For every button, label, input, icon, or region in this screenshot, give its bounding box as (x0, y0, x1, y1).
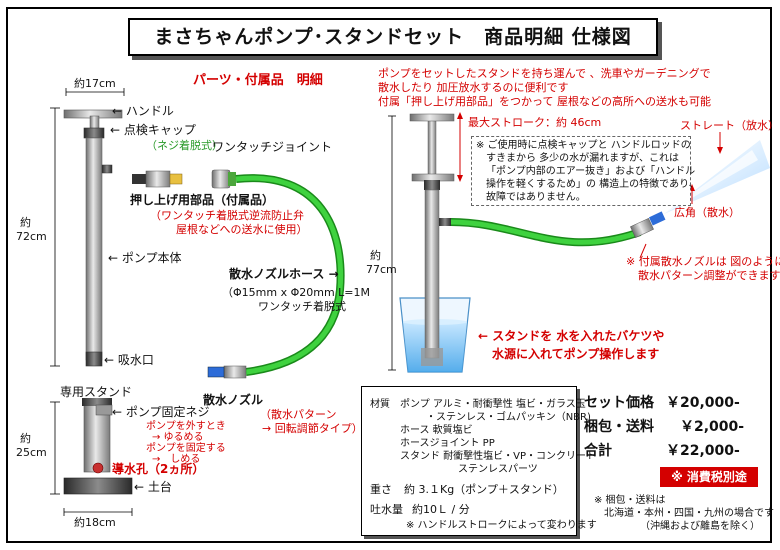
fix-note-2: → ゆるめる (152, 432, 204, 443)
spec-box: 材質 ポンプ アルミ・耐衝撃性 塩ビ・ガラス玉 ・ステンレス・ゴムパッキン（NB… (361, 386, 597, 536)
nozzle-note-1: （散水パターン (260, 408, 337, 421)
pushup-label: 押し上げ用部品（付属品） (130, 193, 275, 207)
fix-screw (95, 404, 113, 416)
hose-spec-2: ワンタッチ着脱式 (258, 300, 346, 313)
width-top-label: 約17cm (74, 77, 116, 90)
stand-title: 専用スタンド (60, 385, 133, 399)
intro-line-2: 散水したり 加圧放水するのに便利です (378, 81, 569, 94)
stand-width-label: 約18cm (74, 516, 116, 529)
pushup-note-2: 屋根などへの送水に使用） (176, 223, 308, 236)
nozzle-note-2: → 回転調節タイプ） (262, 422, 363, 435)
outer-frame (6, 7, 772, 543)
ship-note-2: 北海道・本州・四国・九州の場合です (604, 508, 774, 519)
material-label: 材質 (370, 399, 390, 410)
hose-illustration (207, 169, 345, 379)
ship-price-label: 梱包・送料 (584, 419, 654, 435)
straight-label: ストレート（放水） (680, 119, 779, 132)
spray-nozzle (207, 366, 225, 378)
flow-note: ※ ハンドルストロークによって変わります (406, 520, 597, 531)
ship-note-1: ※ 梱包・送料は (594, 495, 666, 506)
leak-note-box: ※ ご使用時に点検キャップと ハンドルロッドの すきまから 多少の水が漏れますが… (471, 136, 699, 206)
weight-value: 約 3.１Kg（ポンプ＋スタンド） (404, 483, 564, 496)
material-stand-2: ステンレスパーツ (458, 464, 538, 475)
max-stroke-label: 最大ストローク：約 46cm (468, 116, 602, 129)
flow-label: 吐水量 (370, 503, 403, 516)
check-cap (83, 127, 105, 139)
nozzle-label: 散水ノズル (203, 393, 264, 407)
base-label: ← 土台 (134, 480, 172, 494)
stand-height-2: 25cm (16, 446, 47, 459)
hose-spec-1: （Φ15mm x Φ20mm L=1M (222, 286, 371, 299)
fix-note-1: ポンプを外すとき (146, 421, 226, 432)
ship-note-3: （沖縄および離島を除く） (640, 521, 760, 532)
stand-illustration (63, 398, 133, 495)
right-height-1: 約 (370, 249, 381, 262)
leak-note-2: すきまから 多少の水が漏れますが、これは (486, 153, 679, 164)
material-pump-2: ・ステンレス・ゴムパッキン（NBR) (426, 412, 591, 423)
assembled-pump (409, 113, 455, 366)
stand-height-1: 約 (20, 432, 31, 445)
one-touch-label: ワンタッチジョイント (212, 140, 333, 154)
set-price-value: ￥20,000- (666, 395, 740, 411)
one-touch-joint (211, 169, 231, 189)
bucket-note-1: ← スタンドを 水を入れたバケツや (478, 329, 665, 343)
leak-note-4: 操作を軽くするため」の 構造上の特徴であり、 (486, 179, 699, 190)
page-title: まさちゃんポンプ･スタンドセット 商品明細 仕様図 (128, 18, 658, 56)
bucket-note-2: 水源に入れてポンプ操作します (492, 347, 660, 361)
stand-base (63, 477, 133, 495)
drain-hole (92, 462, 104, 474)
leak-note-5: 故障ではありません。 (486, 192, 586, 203)
pump-body (85, 137, 103, 361)
fix-note-4: → しめる (152, 454, 201, 465)
pump-body-label: ← ポンプ本体 (108, 251, 182, 265)
pump-height-label-1: 約 (20, 216, 31, 229)
nozzle-pattern-note-1: ※ 付属散水ノズルは 図のように (626, 255, 780, 268)
right-height-2: 77cm (366, 263, 397, 276)
tax-badge: ※ 消費税別途 (660, 467, 758, 487)
drain-label: 導水孔（2ヵ所） (112, 462, 205, 476)
set-price-label: セット価格 (584, 395, 654, 411)
total-price-value: ￥22,000- (666, 443, 740, 459)
pushup-part-illustration (132, 170, 183, 188)
pump-illustration (63, 109, 123, 367)
parts-header: パーツ・付属品 明細 (193, 73, 323, 88)
ship-price-value: ￥2,000- (680, 419, 745, 435)
pushup-note-1: （ワンタッチ着脱式逆流防止弁 (150, 209, 304, 222)
material-hose: ホース 軟質塩ビ (400, 425, 473, 436)
pump-height-label-2: 72cm (16, 230, 47, 243)
weight-label: 重さ (370, 483, 392, 496)
hose-label: 散水ノズルホース → (229, 267, 339, 281)
total-price-label: 合計 (584, 443, 612, 459)
material-stand: スタンド 耐衝撃性塩ビ・VP・コンクリート (400, 451, 597, 462)
wide-label: 広角（散水） (674, 206, 740, 219)
intro-line-3: 付属「押し上げ用部品」をつかって 屋根などの高所への送水も可能 (378, 95, 711, 108)
nozzle-pattern-note-2: 散水パターン調整ができます (638, 269, 780, 282)
material-pump: ポンプ アルミ・耐衝撃性 塩ビ・ガラス玉 (400, 399, 586, 410)
fix-note-3: ポンプを固定する (146, 443, 226, 454)
check-cap-note: （ネジ着脱式） (146, 139, 223, 152)
flow-value: 約10Ｌ / 分 (412, 503, 470, 516)
intake-label: ← 吸水口 (104, 353, 154, 367)
fix-screw-label: ← ポンプ固定ネジ (112, 405, 210, 419)
material-joint: ホースジョイント PP (400, 438, 495, 449)
check-cap-label: ← 点検キャップ (110, 123, 196, 137)
leak-note-1: ※ ご使用時に点検キャップと ハンドルロッドの (476, 140, 691, 151)
handle-label: ← ハンドル (112, 104, 174, 118)
intake-port (85, 351, 103, 367)
intro-line-1: ポンプをセットしたスタンドを持ち運んで 、洗車やガーデニングで (378, 67, 711, 80)
leak-note-3: 「ポンプ内部のエアー抜き」および「ハンドル (486, 166, 696, 177)
